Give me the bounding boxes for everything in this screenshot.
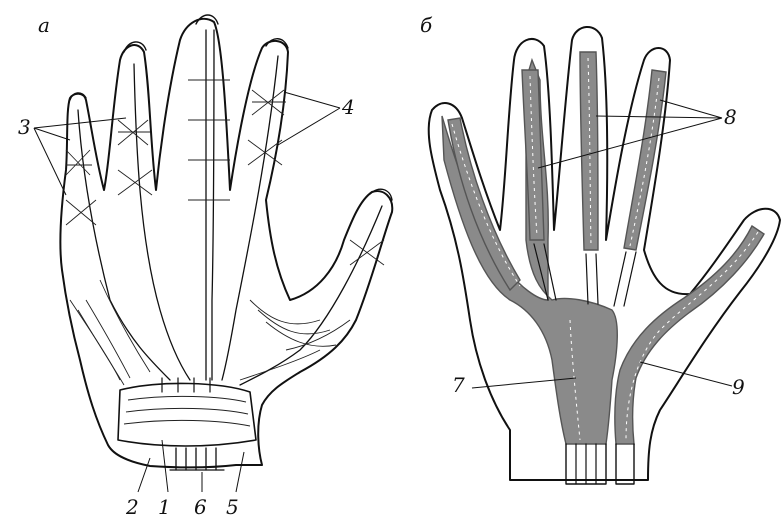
panel-label-b: б bbox=[420, 13, 433, 37]
extensor-tendons bbox=[78, 30, 382, 385]
extensor-retinaculum bbox=[118, 378, 256, 446]
label-1: 1 bbox=[158, 495, 171, 519]
label-3: 3 bbox=[18, 115, 31, 139]
label-2: 2 bbox=[125, 495, 139, 519]
label-4: 4 bbox=[341, 95, 355, 119]
left-leader-lines bbox=[34, 92, 340, 492]
label-7: 7 bbox=[452, 373, 465, 397]
panel-label-a: а bbox=[38, 13, 50, 37]
label-5: 5 bbox=[226, 495, 239, 519]
radial-bursa-sheath bbox=[615, 226, 764, 444]
left-hand-drawing bbox=[34, 15, 392, 492]
right-hand-drawing bbox=[429, 27, 780, 484]
label-6: 6 bbox=[194, 495, 207, 519]
forearm-tendon-stubs bbox=[566, 444, 634, 484]
digital-sheath-ring bbox=[624, 70, 666, 250]
label-9: 9 bbox=[732, 375, 745, 399]
dorsal-muscles bbox=[70, 280, 350, 385]
label-8: 8 bbox=[724, 105, 737, 129]
